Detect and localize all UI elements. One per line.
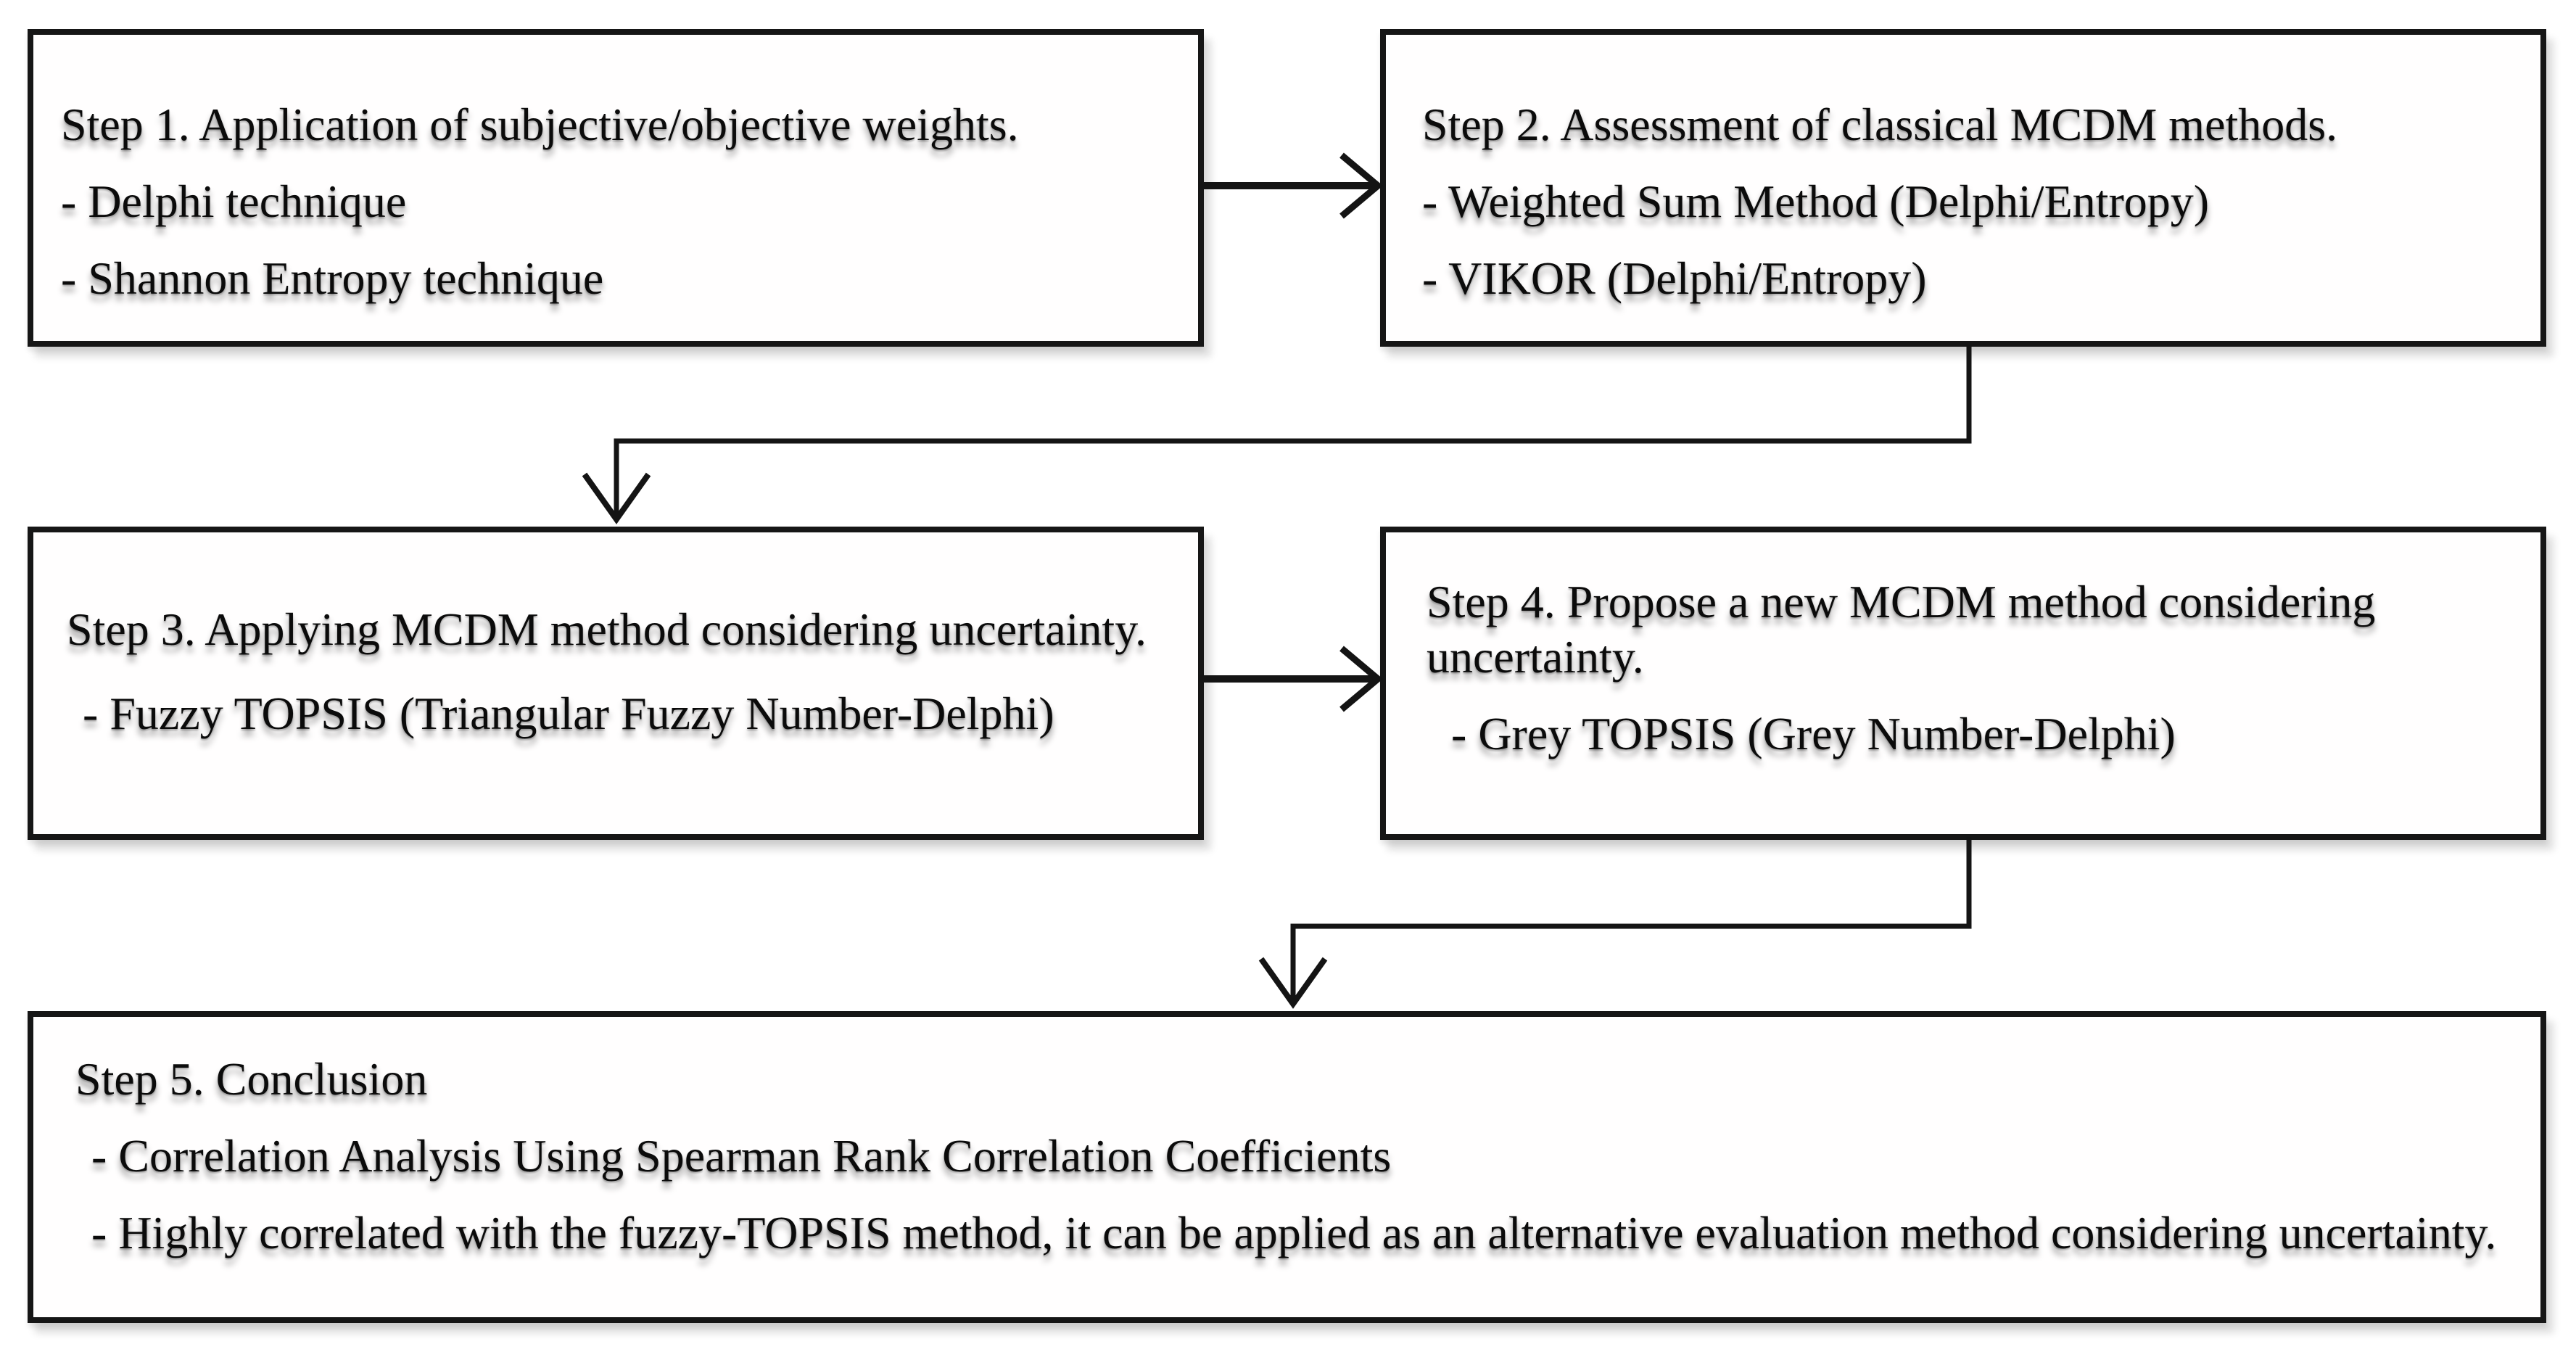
arrow-step3-to-step4 bbox=[1200, 646, 1383, 712]
step5-bullet-1: - Correlation Analysis Using Spearman Ra… bbox=[91, 1130, 1392, 1182]
arrow-step2-to-step3 bbox=[582, 345, 1972, 524]
step2-box: Step 2. Assessment of classical MCDM met… bbox=[1380, 29, 2546, 347]
step2-title: Step 2. Assessment of classical MCDM met… bbox=[1422, 99, 2338, 150]
step4-title: Step 4. Propose a new MCDM method consid… bbox=[1427, 576, 2376, 683]
step3-title: Step 3. Applying MCDM method considering… bbox=[67, 603, 1147, 655]
step1-bullet-1: - Delphi technique bbox=[61, 176, 407, 227]
step1-bullet-2: - Shannon Entropy technique bbox=[61, 252, 604, 304]
step5-title: Step 5. Conclusion bbox=[75, 1053, 428, 1105]
step4-box: Step 4. Propose a new MCDM method consid… bbox=[1380, 527, 2546, 840]
step2-bullet-1: - Weighted Sum Method (Delphi/Entropy) bbox=[1422, 176, 2210, 227]
step2-bullet-2: - VIKOR (Delphi/Entropy) bbox=[1422, 252, 1927, 304]
step1-title: Step 1. Application of subjective/object… bbox=[61, 99, 1019, 150]
arrow-step1-to-step2 bbox=[1200, 152, 1383, 219]
step3-bullet-1: - Fuzzy TOPSIS (Triangular Fuzzy Number-… bbox=[83, 688, 1054, 739]
step5-box: Step 5. Conclusion - Correlation Analysi… bbox=[28, 1011, 2546, 1323]
step3-box: Step 3. Applying MCDM method considering… bbox=[28, 527, 1204, 840]
arrow-step4-to-step5 bbox=[1258, 837, 1972, 1009]
step4-bullet-1: - Grey TOPSIS (Grey Number-Delphi) bbox=[1451, 708, 2176, 759]
step5-bullet-2: - Highly correlated with the fuzzy-TOPSI… bbox=[91, 1207, 2497, 1258]
step1-box: Step 1. Application of subjective/object… bbox=[28, 29, 1204, 347]
